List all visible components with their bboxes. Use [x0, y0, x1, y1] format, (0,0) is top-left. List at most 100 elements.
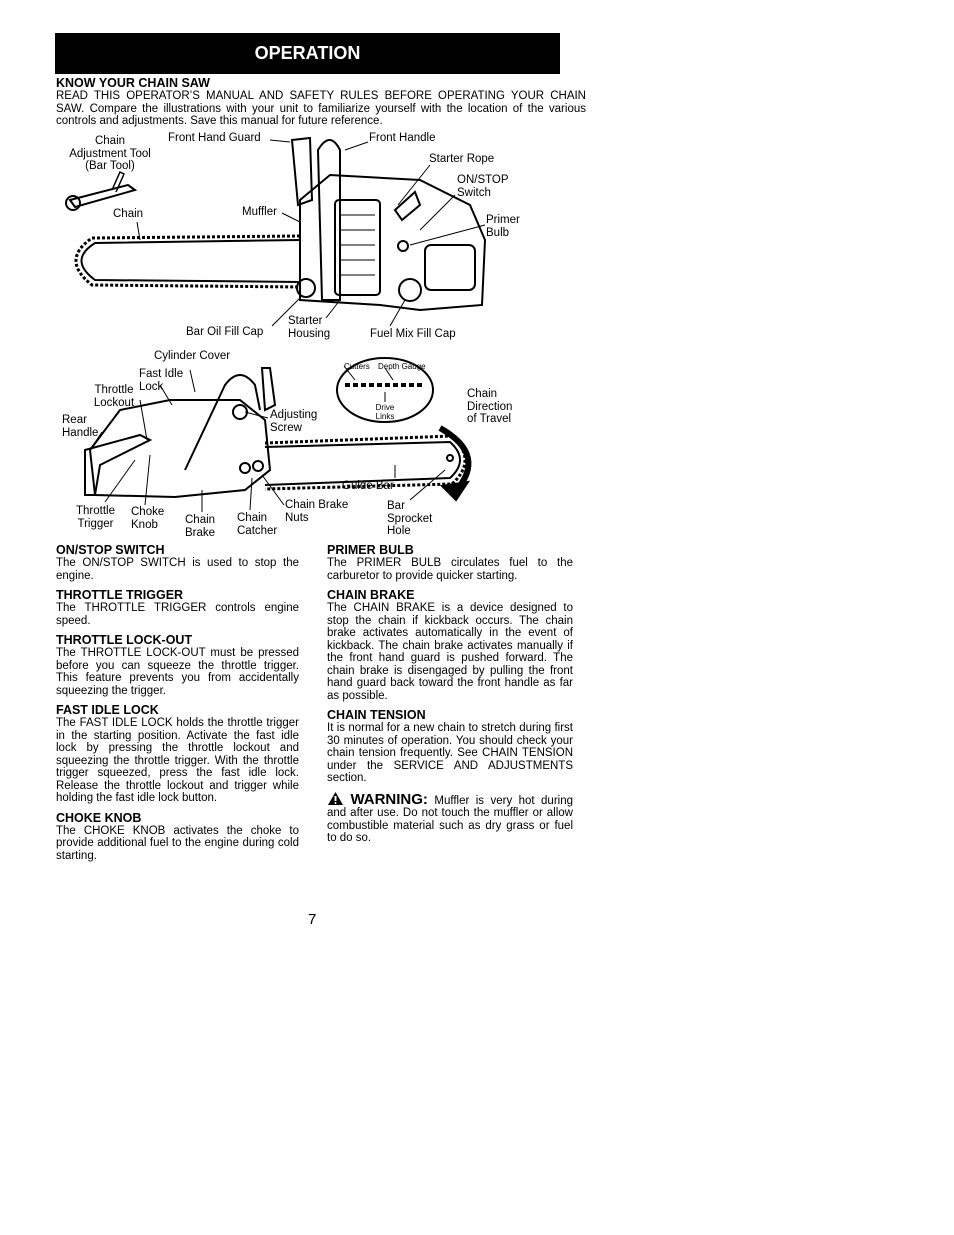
label-line: Chain — [467, 388, 498, 400]
left-column: ON/STOP SWITCH The ON/STOP SWITCH is use… — [56, 543, 299, 868]
intro-text: READ THIS OPERATOR’S MANUAL AND SAFETY R… — [56, 90, 586, 127]
top-front-handle — [316, 139, 341, 301]
top-guide-bar — [80, 239, 301, 283]
label-line: Chain — [94, 135, 126, 147]
section-title: ON/STOP SWITCH — [56, 543, 165, 557]
section-title: PRIMER BULB — [327, 543, 414, 557]
label-line: Catcher — [237, 524, 278, 537]
label-line: Adjusting — [270, 409, 318, 421]
section-text: The THROTTLE TRIGGER controls engine spe… — [56, 602, 299, 627]
section-title: CHAIN BRAKE — [327, 588, 415, 602]
section-title: FAST IDLE LOCK — [56, 703, 159, 717]
section-on-stop: ON/STOP SWITCH The ON/STOP SWITCH is use… — [56, 543, 299, 582]
label-sprocket-hole: Bar Sprocket Hole — [387, 500, 432, 538]
label-line: Direction — [467, 400, 513, 413]
label-choke-knob: Choke Knob — [131, 506, 164, 531]
section-text: The CHAIN BRAKE is a device designed to … — [327, 602, 573, 702]
bar-tool-icon — [68, 183, 138, 209]
label-starter-rope: Starter Rope — [429, 153, 495, 165]
page-title: OPERATION — [254, 43, 361, 63]
label-drive-links: Drive Links — [370, 403, 400, 421]
label-front-hand-guard: Front Hand Guard — [168, 132, 261, 144]
section-text: The CHOKE KNOB activates the choke to pr… — [56, 824, 299, 862]
section-choke-knob: CHOKE KNOB The CHOKE KNOB activates the … — [56, 811, 299, 863]
section-title: CHAIN TENSION — [327, 708, 426, 722]
label-line: Brake — [185, 526, 216, 539]
right-column: PRIMER BULB The PRIMER BULB circulates f… — [327, 543, 573, 851]
label-fast-idle: Fast Idle Lock — [139, 368, 183, 393]
warning-triangle-icon — [328, 791, 343, 805]
label-line: Handle — [62, 426, 99, 439]
label-line: Switch — [457, 186, 491, 199]
bottom-front-handle — [184, 374, 261, 471]
label-line: (Bar Tool) — [85, 160, 135, 172]
section-fast-idle: FAST IDLE LOCK The FAST IDLE LOCK holds … — [56, 703, 299, 805]
label-guide-bar: Guide Bar — [342, 480, 394, 492]
label-line: Throttle — [76, 505, 115, 517]
top-saw-body — [299, 173, 487, 312]
label-line: Screw — [270, 421, 302, 434]
label-fuel-mix: Fuel Mix Fill Cap — [370, 328, 456, 340]
label-line: Rear — [62, 414, 87, 426]
label-line: Nuts — [285, 511, 309, 524]
chainsaw-diagram — [65, 136, 487, 512]
label-brake-nuts: Chain Brake Nuts — [285, 499, 348, 524]
label-line: Sprocket — [387, 512, 433, 525]
top-hand-guard — [290, 136, 314, 207]
section-text: The PRIMER BULB circulates fuel to the c… — [327, 557, 573, 582]
section-chain-tension: CHAIN TENSION It is normal for a new cha… — [327, 708, 573, 785]
label-line: Trigger — [77, 517, 114, 530]
label-line: of Travel — [467, 413, 512, 425]
section-throttle-trigger: THROTTLE TRIGGER The THROTTLE TRIGGER co… — [56, 588, 299, 627]
label-front-handle: Front Handle — [369, 132, 436, 144]
warning-block: WARNING: Muffler is very hot during and … — [327, 791, 573, 845]
label-line: Throttle — [94, 384, 134, 396]
label-line: ON/STOP — [457, 174, 509, 186]
warning-title: WARNING: — [350, 790, 428, 808]
label-cutters: Cutters — [344, 362, 370, 371]
top-chain — [74, 234, 301, 289]
section-title: THROTTLE LOCK-OUT — [56, 633, 193, 647]
label-line: Adjustment Tool — [69, 147, 151, 160]
section-text: It is normal for a new chain to stretch … — [327, 722, 573, 784]
section-throttle-lockout: THROTTLE LOCK-OUT The THROTTLE LOCK-OUT … — [56, 633, 299, 697]
label-on-stop: ON/STOP Switch — [457, 174, 509, 199]
label-rear-handle: Rear Handle — [62, 414, 98, 439]
bottom-guide-bar — [264, 440, 461, 486]
label-cylinder-cover: Cylinder Cover — [154, 350, 231, 362]
label-primer-bulb: Primer Bulb — [486, 214, 520, 239]
chain-detail — [336, 357, 434, 423]
label-line: Starter — [288, 315, 323, 327]
label-throttle-trigger: Throttle Trigger — [73, 505, 118, 530]
label-depth-gauge: Depth Gauge — [378, 362, 426, 371]
label-line: Choke — [131, 506, 165, 518]
label-adjusting-screw: Adjusting Screw — [270, 409, 317, 434]
warning-text: Muffler is very hot during and after use… — [327, 794, 574, 845]
section-title: THROTTLE TRIGGER — [56, 588, 184, 602]
page-number: 7 — [308, 911, 317, 928]
section-text: The ON/STOP SWITCH is used to stop the e… — [56, 557, 299, 582]
label-line: Drive — [375, 403, 395, 412]
section-title: CHOKE KNOB — [56, 810, 142, 825]
bottom-rear-handle — [84, 433, 153, 496]
label-line: Chain Brake — [285, 499, 349, 511]
intro-title: KNOW YOUR CHAIN SAW — [56, 76, 210, 90]
section-text: The FAST IDLE LOCK holds the throttle tr… — [56, 717, 299, 804]
label-line: Lockout — [93, 396, 135, 409]
section-chain-brake: CHAIN BRAKE The CHAIN BRAKE is a device … — [327, 588, 573, 702]
section-header: OPERATION — [55, 33, 560, 74]
label-line: Bulb — [486, 226, 510, 239]
intro-block: KNOW YOUR CHAIN SAW READ THIS OPERATOR’S… — [56, 76, 586, 128]
bottom-saw-body — [88, 399, 272, 499]
label-line: Links — [375, 412, 395, 421]
label-chain: Chain — [113, 208, 144, 220]
section-text: The THROTTLE LOCK-OUT must be pressed be… — [56, 647, 299, 697]
label-line: Primer — [486, 214, 520, 226]
warning-text-block: WARNING: Muffler is very hot during and … — [327, 791, 573, 845]
label-line: Bar — [387, 500, 405, 512]
label-line: Lock — [139, 380, 164, 393]
label-line: Fast Idle — [139, 368, 184, 380]
label-chain-catcher: Chain Catcher — [237, 512, 277, 537]
section-primer-bulb: PRIMER BULB The PRIMER BULB circulates f… — [327, 543, 573, 582]
label-bar-oil: Bar Oil Fill Cap — [186, 326, 264, 338]
